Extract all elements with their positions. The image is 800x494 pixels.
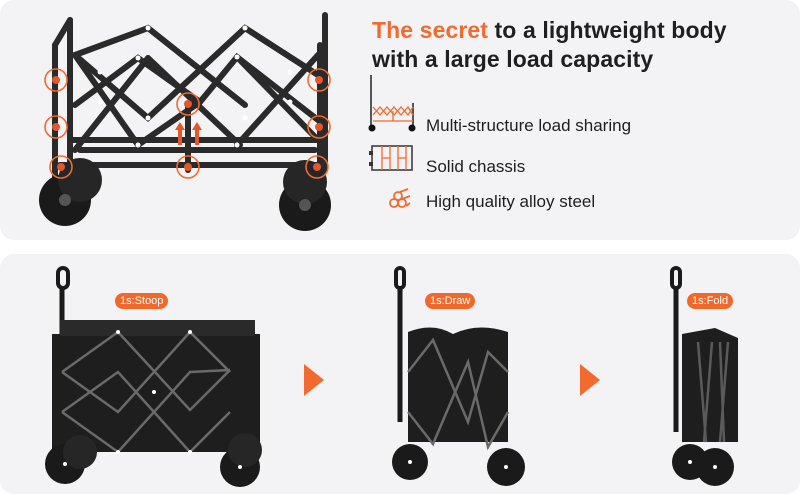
wagon-open-image — [45, 266, 262, 487]
wagon-folded-image — [670, 266, 738, 486]
chassis-icon — [369, 145, 413, 171]
step-badge-fold: 1s:Fold — [687, 293, 734, 309]
headline: The secret to a lightweight body with a … — [372, 16, 727, 74]
step-arrow-1 — [304, 364, 324, 396]
headline-rest: to a lightweight body — [488, 17, 727, 43]
feature-multi-structure: Multi-structure load sharing — [426, 116, 632, 135]
step-badge-stoop: 1s:Stoop — [115, 293, 169, 309]
step-arrow-2 — [580, 364, 600, 396]
wagon-draw-image — [392, 266, 525, 486]
wagon-frame-image — [39, 12, 331, 231]
folding-frame-icon — [368, 75, 416, 132]
headline-accent: The secret — [372, 17, 489, 43]
steel-tubes-icon — [389, 188, 411, 208]
step-badge-draw: 1s:Draw — [425, 293, 476, 309]
headline-line2: with a large load capacity — [372, 46, 654, 72]
feature-solid-chassis: Solid chassis — [426, 157, 526, 176]
feature-alloy-steel: High quality alloy steel — [426, 192, 596, 211]
